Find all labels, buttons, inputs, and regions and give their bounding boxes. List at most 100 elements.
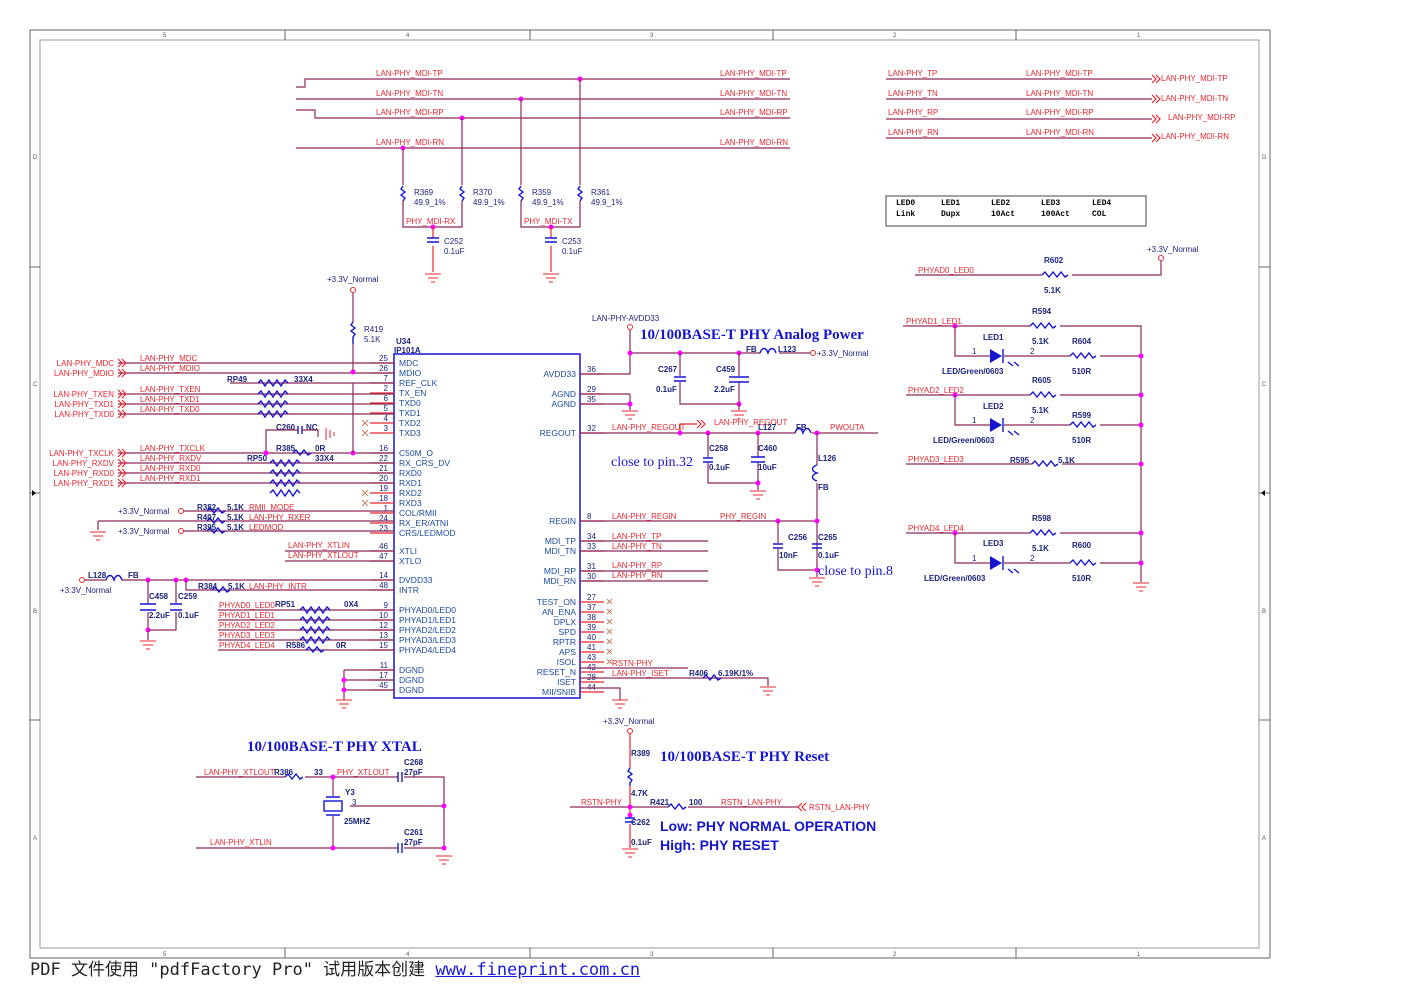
pin-number: 21	[379, 464, 388, 473]
port-label: LAN-PHY_TXD0	[54, 410, 114, 419]
watermark-text: PDF 文件使用 "pdfFactory Pro" 试用版本创建	[30, 960, 436, 980]
net-label: PHY_MDI-RX	[406, 217, 456, 226]
resistor-icon	[1069, 420, 1097, 429]
no-connect-icon	[606, 638, 613, 645]
power-port-icon	[810, 350, 816, 356]
reset-note-low: Low: PHY NORMAL OPERATION	[660, 818, 876, 834]
port-label: RSTN_LAN-PHY	[809, 803, 871, 812]
watermark-link[interactable]: www.fineprint.com.cn	[435, 960, 641, 980]
table-cell: 10Act	[991, 210, 1015, 219]
resistor-icon	[299, 615, 331, 625]
column-label: 3	[650, 952, 654, 958]
value-label: 100	[689, 798, 703, 807]
resistor-icon	[299, 635, 331, 645]
value-label: 49.9_1%	[591, 198, 623, 207]
row-label: B	[33, 609, 37, 615]
net-label: LAN-PHY_MDI-TN	[376, 89, 443, 98]
inductor-icon	[811, 464, 820, 482]
port-label: LAN-PHY_RXD0	[54, 469, 115, 478]
value-label: 2.2uF	[149, 611, 170, 620]
net-label: LAN-PHY_XTLOUT	[288, 551, 359, 560]
net-label: LAN-PHY_INTR	[249, 582, 307, 591]
ref-label: C253	[562, 237, 582, 246]
pin-number: 48	[379, 581, 388, 590]
pin-number: 37	[587, 603, 596, 612]
pin-number: 38	[587, 613, 596, 622]
net-label: LAN-PHY_RN	[888, 128, 939, 137]
pin-name: RX_CRS_DV	[399, 458, 450, 468]
ref-label: R602	[1044, 256, 1064, 265]
pin-name: SPD	[559, 627, 576, 637]
pin-number: 41	[587, 643, 596, 652]
resistor-icon	[305, 645, 325, 654]
pin-number: 2	[1030, 554, 1035, 563]
resistor-icon	[1029, 528, 1057, 537]
table-cell: 100Act	[1041, 210, 1070, 219]
no-connect-icon	[361, 419, 369, 427]
net-label: LAN-PHY_MDI-RP	[376, 108, 444, 117]
pin-name: MDI_TN	[544, 546, 576, 556]
pin-number: 25	[379, 354, 388, 363]
net-label: LAN-PHY_RN	[612, 571, 663, 580]
row-label: A	[33, 836, 37, 842]
value-label: 49.9_1%	[532, 198, 564, 207]
pin-number: 34	[587, 532, 596, 541]
ref-label: R407	[197, 513, 217, 522]
pin-name: RXD1	[399, 478, 422, 488]
value-label: 49.9_1%	[414, 198, 446, 207]
resistor-icon	[1031, 459, 1059, 468]
resistor-icon	[269, 458, 301, 468]
pdf-watermark: PDF 文件使用 "pdfFactory Pro" 试用版本创建 www.fin…	[30, 955, 640, 980]
net-label: LAN-PHY_MDI-TN	[720, 89, 787, 98]
net-label: LAN-PHY_RP	[888, 108, 938, 117]
ref-label: RP51	[275, 600, 296, 609]
ref-label: C258	[709, 444, 729, 453]
ground-icon	[325, 428, 335, 440]
value-label: FB	[128, 571, 139, 580]
net-label: LAN-PHY_TP	[888, 69, 937, 78]
port-label: LAN-PHY_RXDV	[53, 459, 115, 468]
ref-label: R370	[473, 188, 493, 197]
port-arrow-icon	[117, 468, 127, 478]
ref-label: R598	[1032, 514, 1052, 523]
power-label: +3.3V_Normal	[60, 586, 112, 595]
resistor-icon	[349, 321, 357, 344]
net-label: LAN-PHY_MDI-TP	[376, 69, 443, 78]
ground-icon	[760, 686, 776, 696]
value-label: FB	[796, 423, 807, 432]
no-connect-icon	[606, 598, 613, 605]
net-label: LEDMOD	[249, 523, 283, 532]
column-label: 5	[163, 33, 167, 39]
port-arrow-icon	[117, 478, 127, 488]
led-circuit: +3.3V_Normal PHYAD0_LED0 R602 5.1K PHYAD…	[903, 245, 1199, 592]
power-port-icon	[1158, 255, 1164, 261]
resistor-networks: RP49 33X4 RP50 33X4 C260 NC R385 0R	[227, 369, 356, 498]
value-label: 5.1K	[227, 503, 244, 512]
port-label: LAN-PHY_REGOUT	[714, 418, 787, 427]
mii-interface: LAN-PHY_MDCLAN-PHY_MDCLAN-PHY_MDIOLAN-PH…	[49, 354, 394, 488]
pin-name: RX_ER/ATNI	[399, 518, 448, 528]
value-label: 33X4	[315, 454, 334, 463]
ref-label: R369	[414, 188, 434, 197]
pin-name: PHYAD3/LED3	[399, 635, 456, 645]
pin-number: 6	[384, 394, 389, 403]
pin-number: 32	[587, 424, 596, 433]
capacitor-icon	[751, 456, 765, 463]
port-label: LAN-PHY_MDI-RP	[1168, 113, 1236, 122]
port-label: LAN-PHY_TXEN	[54, 390, 115, 399]
pin-name: XTLO	[399, 556, 422, 566]
value-label: 2.2uF	[714, 385, 735, 394]
pin-number: 22	[379, 454, 388, 463]
value-label: FB	[746, 345, 757, 354]
led-emission-icon	[1002, 556, 1020, 574]
sheet-frame: 5 4 3 2 1 5 4 3 2 1 D C B A D C B A	[29, 29, 1271, 959]
port-label: LAN-PHY_MDC	[57, 359, 115, 368]
net-label: PHY_MDI-TX	[524, 217, 573, 226]
resistor-icon	[206, 506, 226, 515]
pin-number: 33	[587, 542, 596, 551]
pin-name: PHYAD1/LED1	[399, 615, 456, 625]
port-arrow-icon	[1151, 74, 1161, 84]
resistor-icon	[206, 516, 226, 525]
pin-name: C50M_O	[399, 448, 433, 458]
value-label: 33X4	[294, 375, 313, 384]
